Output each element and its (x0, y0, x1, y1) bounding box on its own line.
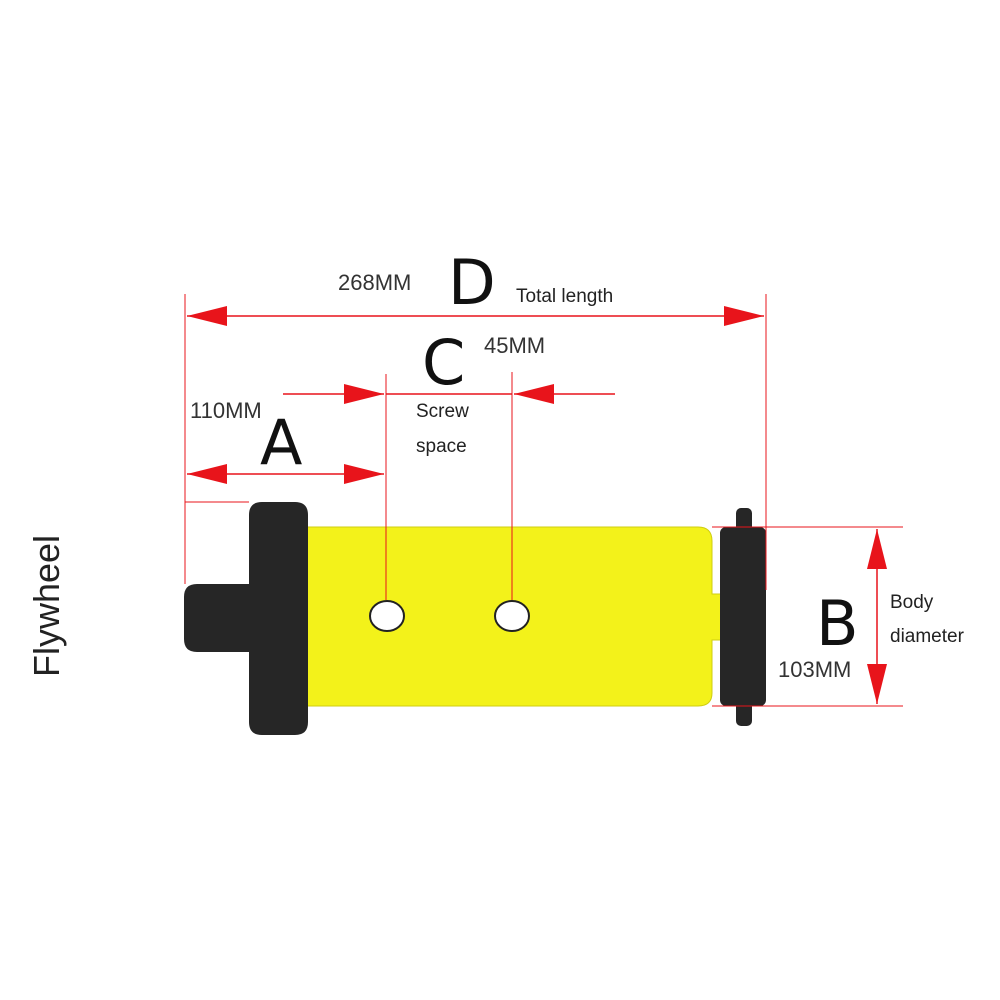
dimension-a-value: 110MM (190, 398, 262, 423)
rear-end-flange (736, 508, 752, 726)
flywheel-label: Flywheel (26, 535, 67, 677)
dimension-b-label-line2: diameter (890, 626, 965, 647)
dimension-d: 268MM D Total length (187, 246, 764, 326)
dimension-c-label-line2: space (416, 436, 467, 457)
dimension-a: 110MM A (187, 398, 384, 484)
dimension-b-label-line1: Body (890, 592, 934, 613)
starter-motor (184, 502, 766, 735)
dimension-c-label-line1: Screw (416, 401, 469, 422)
screw-hole-right (494, 600, 530, 632)
dimension-d-label: Total length (516, 286, 613, 307)
dimension-d-value: 268MM (338, 270, 411, 295)
dimension-c-letter: C (422, 326, 465, 399)
dimension-b: B 103MM Body diameter (778, 529, 965, 704)
dimension-b-letter: B (816, 587, 859, 660)
dimension-a-letter: A (260, 406, 302, 479)
extension-lines (184, 294, 903, 707)
dimension-b-value: 103MM (778, 657, 851, 682)
screw-hole-left (369, 600, 405, 632)
dimension-c: C 45MM Screw space (283, 326, 615, 457)
dimension-c-value: 45MM (484, 333, 545, 358)
dimension-d-letter: D (448, 246, 496, 319)
drive-end-cap (184, 502, 308, 735)
